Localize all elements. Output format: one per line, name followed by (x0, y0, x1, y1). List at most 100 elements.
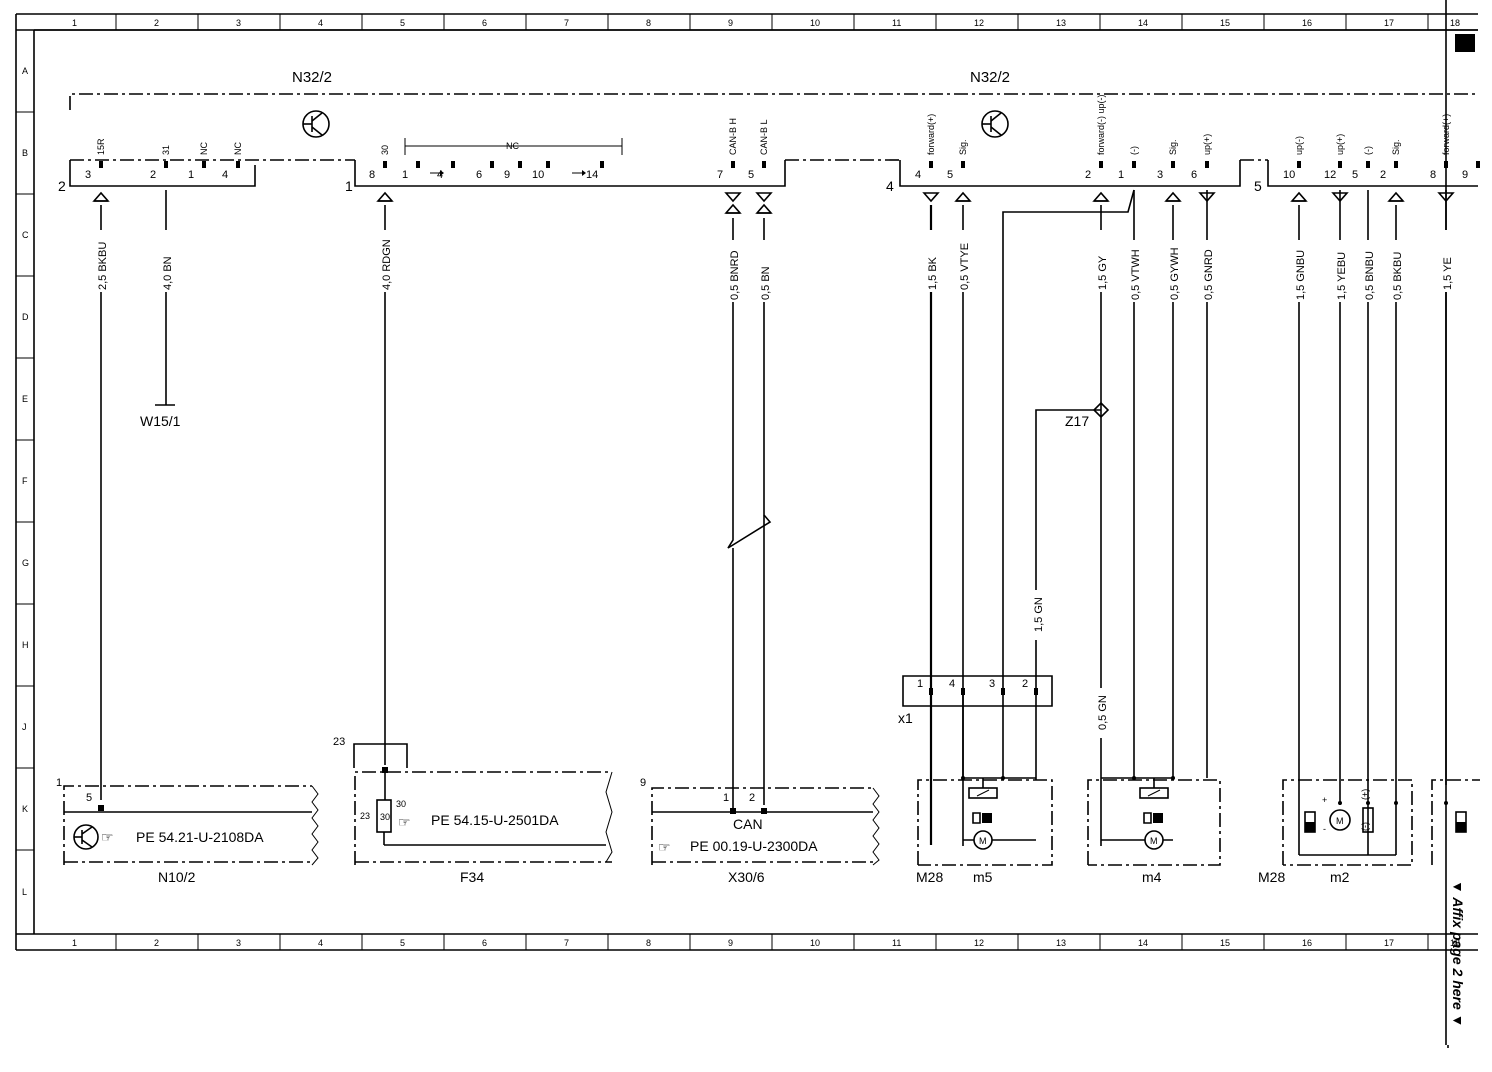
wire-label: 1,5 YE (1442, 257, 1454, 290)
ref-f34[interactable]: PE 54.15-U-2501DA (431, 812, 559, 828)
row-label: J (22, 722, 27, 732)
connector-1-block: 1 (345, 160, 786, 194)
column-label: 17 (1384, 18, 1394, 28)
pin-terminal (929, 161, 933, 168)
arrow-up-icon (755, 203, 773, 214)
pin-terminal (1034, 688, 1038, 695)
pin-number: 4 (915, 169, 921, 181)
row-label: E (22, 394, 28, 404)
pin-function-label: up(-) (1294, 136, 1304, 155)
connector-label-2: 2 (58, 178, 66, 194)
transistor-icon (981, 110, 1009, 138)
pin-function-label: (-) (1363, 146, 1373, 155)
column-label: 1 (72, 18, 77, 28)
pin-terminal (961, 161, 965, 168)
pin-terminal (1297, 161, 1301, 168)
x1-pin-number: 2 (1022, 678, 1028, 690)
nc-label: NC (506, 141, 519, 151)
arrow-up-icon (1387, 191, 1405, 202)
pin-function-label: forward(-) up(-) (1096, 94, 1106, 155)
row-label: K (22, 804, 28, 814)
junction-dot (1444, 801, 1448, 805)
pin-number: 3 (1157, 169, 1163, 181)
hall-sensor-icon (972, 812, 981, 824)
pin-number: 9 (504, 169, 510, 181)
component-n10-2: N10/2 (158, 869, 196, 885)
column-label: 12 (974, 938, 984, 948)
component-n32-2-right: N32/2 (970, 69, 1010, 86)
column-label: 14 (1138, 938, 1148, 948)
wire-label: 4,0 RDGN (381, 239, 393, 290)
pin-terminal (929, 688, 933, 695)
junction-dot (961, 776, 965, 780)
connector-label-4: 4 (886, 178, 894, 194)
pin-terminal (1444, 161, 1448, 168)
wire-label: 0,5 BNBU (1364, 251, 1376, 300)
x1-pin-number: 1 (917, 678, 923, 690)
column-label: 2 (154, 938, 159, 948)
pin-function-label: (-) (1129, 146, 1139, 155)
wire-label: 0,5 GNRD (1203, 249, 1215, 300)
wire (1035, 409, 1101, 690)
pin-terminal (1132, 161, 1136, 168)
wire-label: 1,5 BK (927, 256, 939, 290)
pin-terminal (383, 161, 387, 168)
column-label: 17 (1384, 938, 1394, 948)
pin-function-label: CAN-B L (759, 119, 769, 155)
component-next-box (1431, 779, 1480, 865)
pin-terminal (202, 161, 206, 168)
pin-terminal (1001, 688, 1005, 695)
component-m5-box: M28 m5 (916, 779, 1053, 885)
column-label: 10 (810, 18, 820, 28)
motor-label: M (979, 836, 987, 846)
affix-note: ▼ Affix page 2 here ▼ (1450, 880, 1466, 1028)
pin-terminal (600, 161, 604, 168)
pin-function-label: NC (199, 142, 209, 155)
pin-function-label: Sig. (1168, 139, 1178, 155)
arrow-up-icon (92, 191, 110, 202)
f34-inner-pin23: 23 (360, 811, 370, 821)
n32-2-boundary (69, 93, 1478, 110)
x30-pin-1: 1 (723, 792, 729, 804)
column-label: 5 (400, 18, 405, 28)
wire-label: 2,5 BKBU (97, 242, 109, 290)
junction-dot (1338, 801, 1342, 805)
x1-pin-number: 3 (989, 678, 995, 690)
pin-terminal (164, 161, 168, 168)
ref-x30[interactable]: PE 00.19-U-2300DA (690, 838, 818, 854)
arrow-down-icon (1198, 192, 1216, 203)
pin-number: 10 (1283, 169, 1295, 181)
component-m4-box: m4 (1087, 779, 1221, 885)
row-label: F (22, 476, 28, 486)
junction-dot (1366, 801, 1370, 805)
component-f34: F34 (460, 869, 484, 885)
pin-number: 1 (1118, 169, 1124, 181)
pin-function-label: CAN-B H (728, 118, 738, 155)
pin-number: 2 (150, 169, 156, 181)
arrow-down-icon (1437, 192, 1455, 203)
x30-pin-2: 2 (749, 792, 755, 804)
motor-label: M (1150, 836, 1158, 846)
component-f34-box: 23 30 30 23 ☞ PE 54.15-U-2501DA F34 (333, 736, 613, 885)
hand-pointer-icon: ☞ (658, 839, 671, 855)
connector-5-block: 5 (1254, 160, 1478, 194)
nc-bracket: NC (404, 138, 623, 155)
wire-label: 0,5 VTYE (959, 243, 971, 290)
wire (1002, 690, 1037, 780)
m2-sign-minus: - (1323, 824, 1326, 834)
motor-icon (1329, 809, 1351, 831)
component-m4: m4 (1142, 869, 1162, 885)
pin-terminal (1205, 161, 1209, 168)
row-label: C (22, 230, 29, 240)
junction-dot (1132, 776, 1136, 780)
column-label: 6 (482, 18, 487, 28)
transistor-icon (302, 110, 330, 138)
pin-terminal (1394, 161, 1398, 168)
column-label: 11 (892, 18, 901, 28)
ref-n10[interactable]: PE 54.21-U-2108DA (136, 829, 264, 845)
component-x30-6-box: 9 1 2 CAN ☞ PE 00.19-U-2300DA X30/6 (640, 777, 880, 885)
connector-x1: x1 (898, 675, 1053, 726)
pin-terminal (490, 161, 494, 168)
column-label: 9 (728, 18, 733, 28)
